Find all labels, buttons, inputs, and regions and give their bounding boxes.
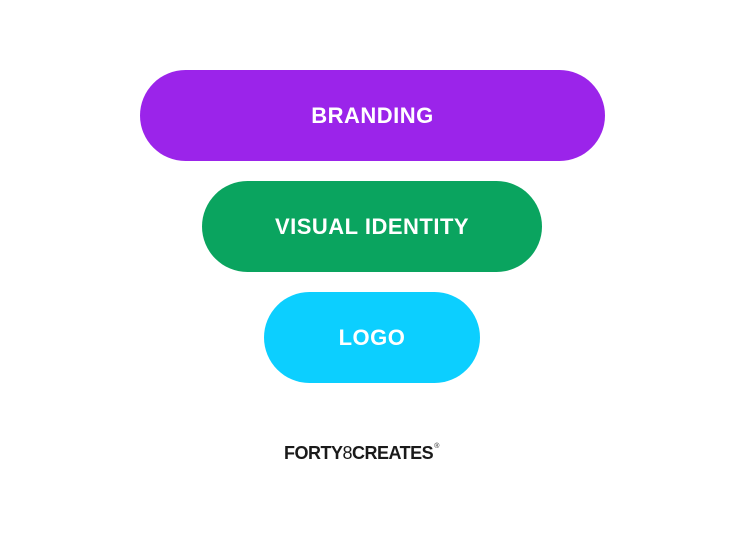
- logo-part-8: 8: [342, 443, 353, 463]
- visual-identity-layer: VISUAL IDENTITY: [202, 181, 542, 272]
- logo-part-creates: CREATES: [352, 443, 434, 463]
- branding-layer: BRANDING: [140, 70, 605, 161]
- logo-wordmark: FORTY8CREATES: [284, 440, 434, 466]
- logo-layer: LOGO: [264, 292, 480, 383]
- forty8creates-logo: FORTY8CREATES ®: [284, 440, 464, 466]
- logo-part-forty: FORTY: [284, 443, 343, 463]
- registered-mark-icon: ®: [434, 443, 440, 450]
